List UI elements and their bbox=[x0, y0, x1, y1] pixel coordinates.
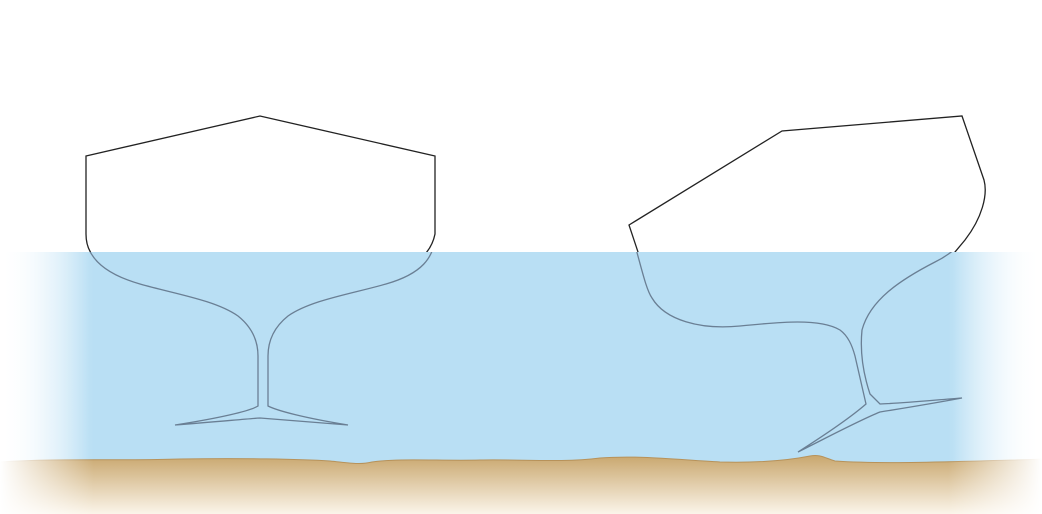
upright-hull-underwater bbox=[89, 252, 433, 426]
edge-fade bbox=[0, 252, 1042, 514]
heeled-hull-underwater bbox=[636, 252, 963, 453]
heeled-hull-topsides bbox=[628, 115, 986, 252]
upright-sailboat-hull bbox=[85, 115, 436, 426]
upright-hull-topsides bbox=[85, 115, 436, 252]
heeled-sailboat-hull bbox=[628, 115, 986, 453]
